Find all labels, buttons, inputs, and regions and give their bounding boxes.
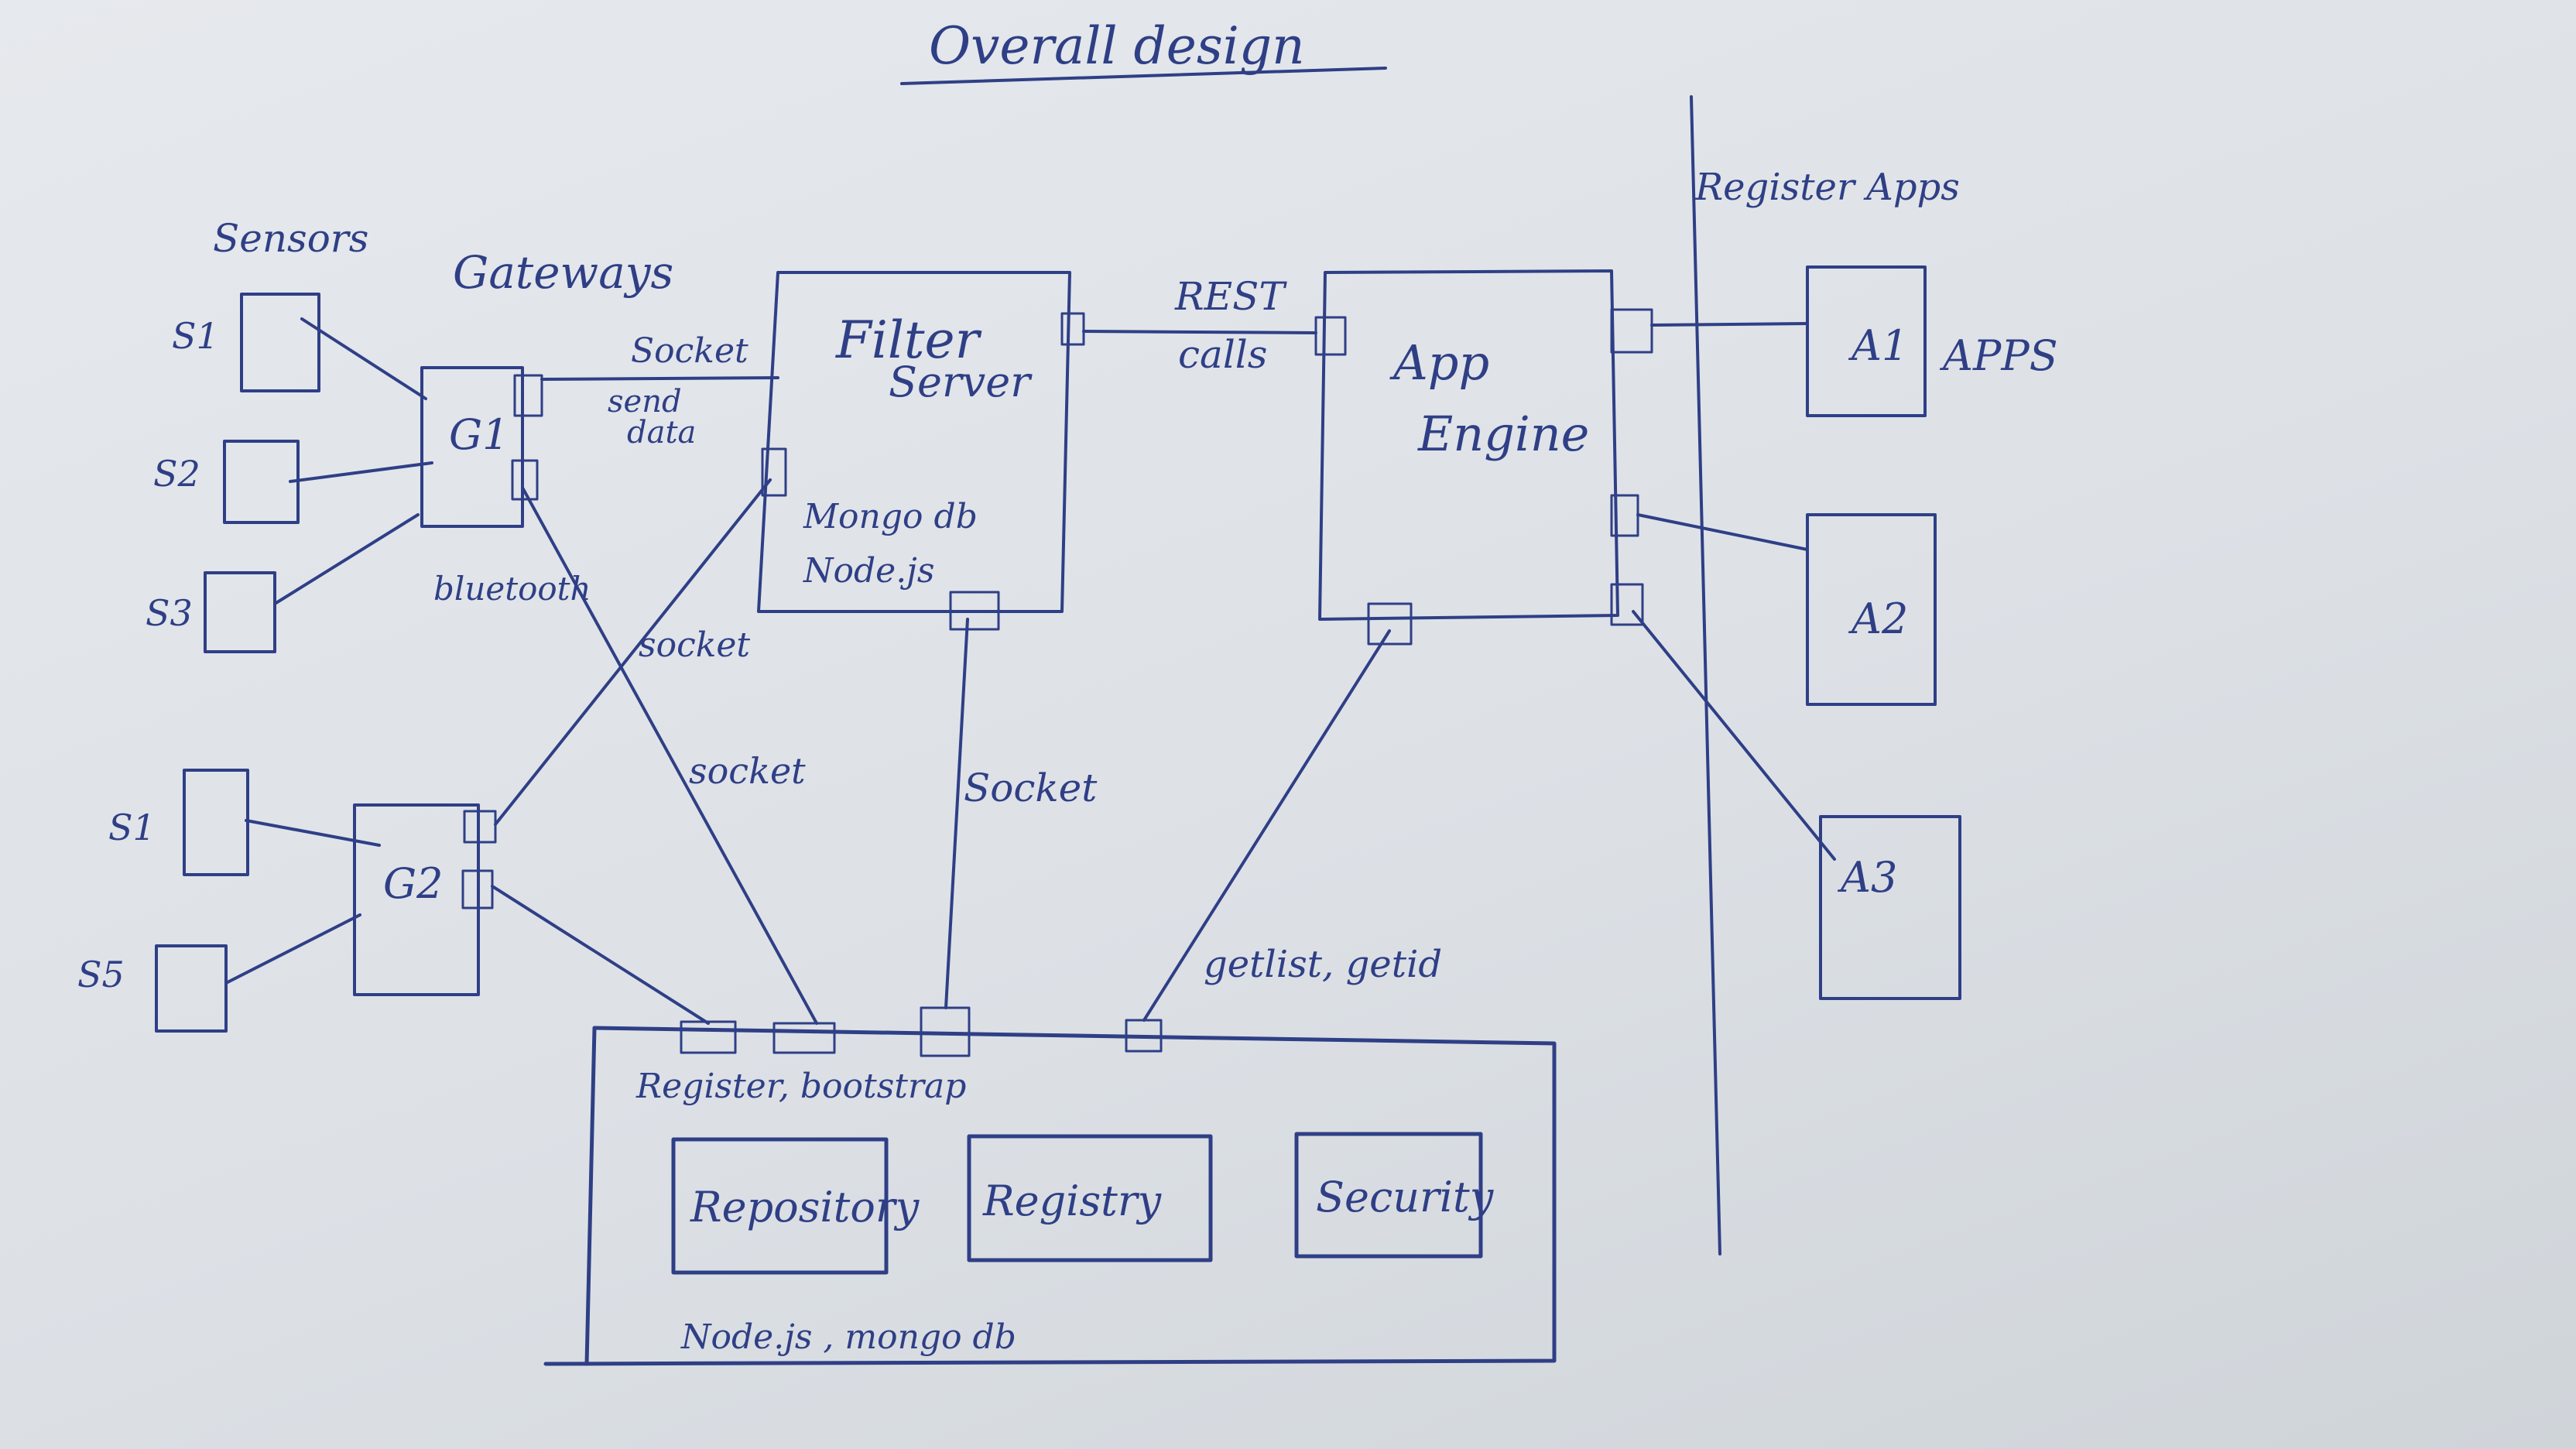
sensor-label: S2: [153, 453, 200, 495]
filter-server-name-line1: Filter: [835, 310, 982, 370]
registry-box: Registry: [967, 1134, 1213, 1262]
engine-app-links: [1632, 322, 1836, 861]
register-bootstrap-label: Register, bootstrap: [635, 1067, 966, 1106]
app-a1: A1: [1806, 265, 1927, 417]
filter-server-name-line2: Server: [889, 358, 1033, 406]
socket-g2-label: socket: [639, 625, 750, 665]
sensor-label: S1: [172, 315, 219, 357]
rest-label-line1: REST: [1174, 274, 1287, 319]
title-underline: [900, 67, 1387, 85]
app-label: A3: [1837, 853, 1897, 902]
sensor-s1-group2: S1: [108, 769, 249, 876]
repository-box: Repository: [671, 1137, 920, 1275]
sensor-s3-group1: S3: [146, 571, 276, 653]
platform-box: Register, bootstrap Repository Registry …: [543, 1006, 1557, 1366]
gateway-label: G1: [449, 410, 509, 459]
app-engine-line1: App: [1389, 334, 1489, 391]
filter-server-tech-line1: Mongo db: [803, 497, 978, 536]
sensor-label: S3: [146, 592, 193, 634]
app-a3: A3: [1819, 815, 1961, 1000]
getlist-getid-label: getlist, getid: [1204, 943, 1442, 986]
sensor-gateway-links: [224, 317, 433, 985]
repository-label: Repository: [690, 1183, 920, 1231]
rest-calls-link: [1082, 330, 1317, 334]
filter-server-box: Filter Server Mongo db Node.js: [757, 271, 1085, 631]
gateways-heading: Gateways: [453, 246, 673, 299]
app-engine-box: App Engine: [1314, 269, 1653, 646]
sensor-s5-group2: S5: [77, 944, 228, 1033]
register-apps-label: Register Apps: [1694, 166, 1960, 209]
filter-server-tech-line2: Node.js: [803, 551, 934, 591]
app-a2: A2: [1806, 513, 1937, 706]
bluetooth-label: bluetooth: [433, 570, 591, 608]
gateway-g1: G1: [420, 366, 543, 528]
send-data-line2: data: [627, 415, 696, 450]
app-engine-line2: Engine: [1417, 406, 1589, 462]
send-data-line1: send: [608, 384, 682, 420]
gateway-label: G2: [383, 859, 444, 908]
sensor-s1-group1: S1: [172, 293, 320, 392]
registry-label: Registry: [982, 1177, 1163, 1225]
socket-links: [491, 376, 1391, 1025]
apps-heading: APPS: [1939, 331, 2058, 380]
sensor-label: S5: [77, 954, 125, 995]
security-box: Security: [1294, 1132, 1495, 1259]
sensor-s2-group1: S2: [153, 440, 300, 524]
socket-filter-server-label: Socket: [964, 766, 1098, 810]
sensors-heading: Sensors: [213, 216, 368, 261]
apps-divider-line: [1690, 95, 1721, 1255]
platform-tech-label: Node.js , mongo db: [680, 1317, 1016, 1357]
app-label: A1: [1848, 321, 1908, 370]
app-label: A2: [1848, 594, 1908, 643]
sensor-label: S1: [108, 807, 156, 848]
socket-g1-label: Socket: [631, 331, 748, 371]
gateway-g2: G2: [353, 803, 497, 996]
diagram-title: Overall design: [929, 16, 1305, 76]
security-label: Security: [1316, 1173, 1495, 1221]
socket-cross-label: socket: [689, 750, 806, 792]
rest-label-line2: calls: [1178, 332, 1267, 377]
